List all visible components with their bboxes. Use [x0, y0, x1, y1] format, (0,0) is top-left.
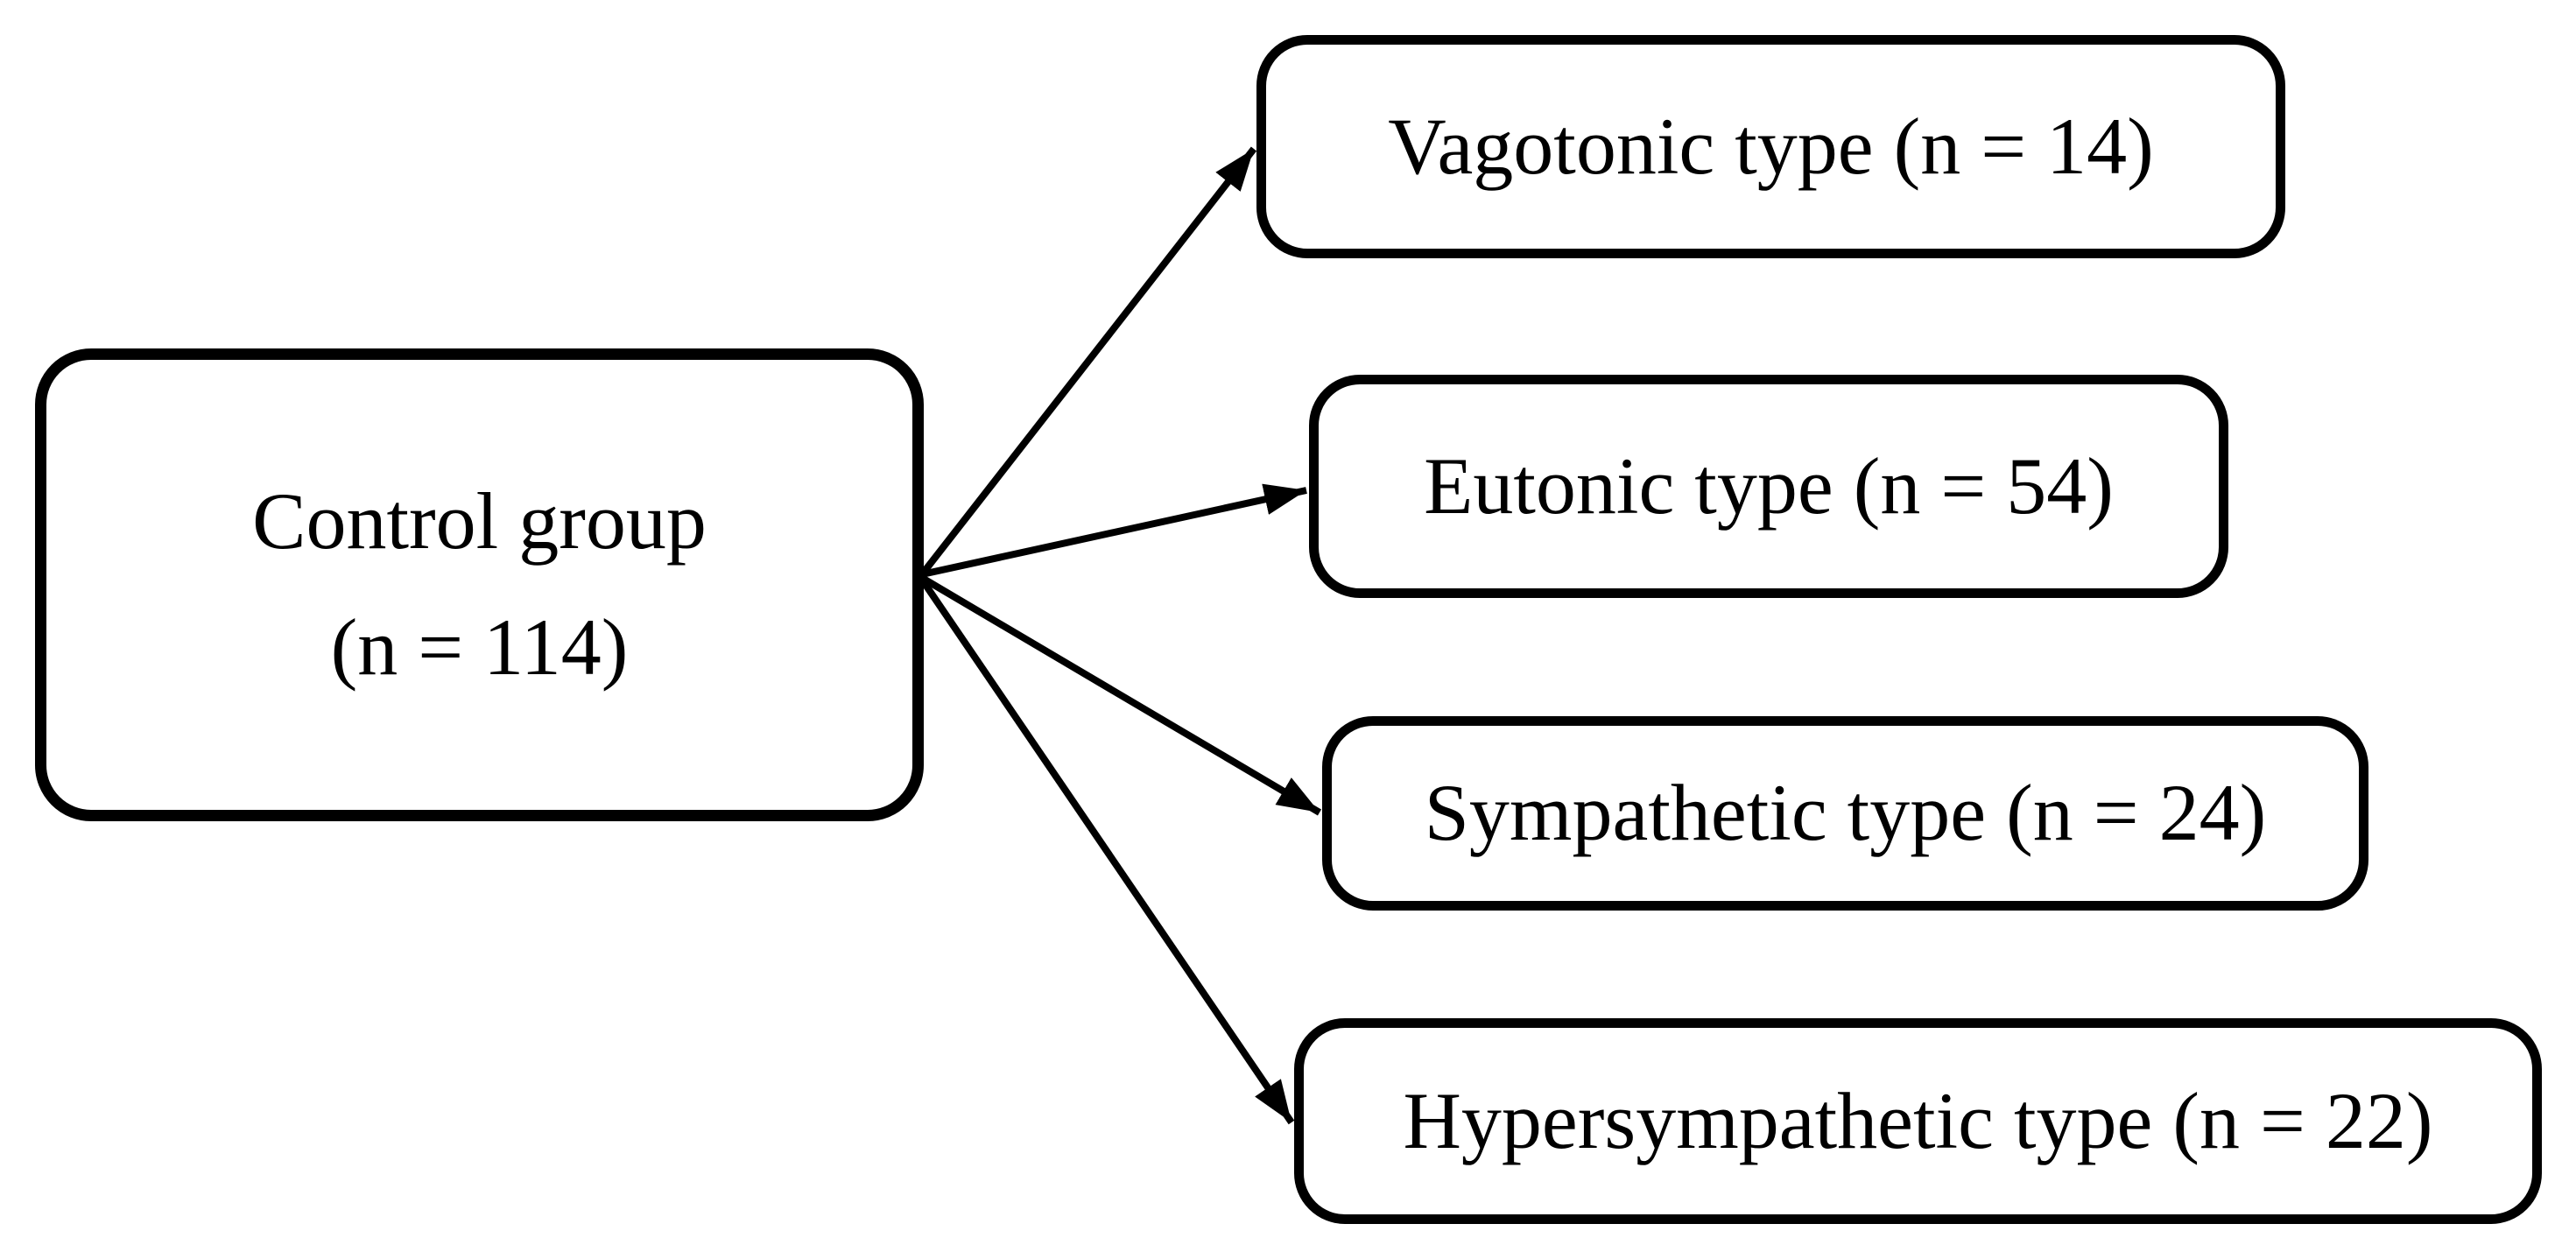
vagotonic-label: Vagotonic type (n = 14): [1388, 101, 2154, 191]
hypersympathetic-label: Hypersympathetic type (n = 22): [1403, 1075, 2433, 1165]
arrow-to-vagotonic: [918, 146, 1257, 577]
control-group-count: (n = 114): [330, 602, 629, 692]
sympathetic-label: Sympathetic type (n = 24): [1424, 768, 2267, 858]
arrow-to-hypersympathetic: [918, 577, 1295, 1125]
eutonic-label: Eutonic type (n = 54): [1424, 440, 2114, 531]
control-group-title: Control group: [252, 476, 707, 566]
node-hypersympathetic-type: Hypersympathetic type (n = 22): [1294, 1018, 2542, 1224]
node-eutonic-type: Eutonic type (n = 54): [1309, 375, 2228, 598]
node-control-group: Control group (n = 114): [35, 348, 924, 821]
node-vagotonic-type: Vagotonic type (n = 14): [1256, 35, 2285, 258]
arrow-to-eutonic: [921, 483, 1307, 578]
arrow-to-sympathetic: [919, 574, 1322, 816]
node-sympathetic-type: Sympathetic type (n = 24): [1322, 716, 2368, 911]
